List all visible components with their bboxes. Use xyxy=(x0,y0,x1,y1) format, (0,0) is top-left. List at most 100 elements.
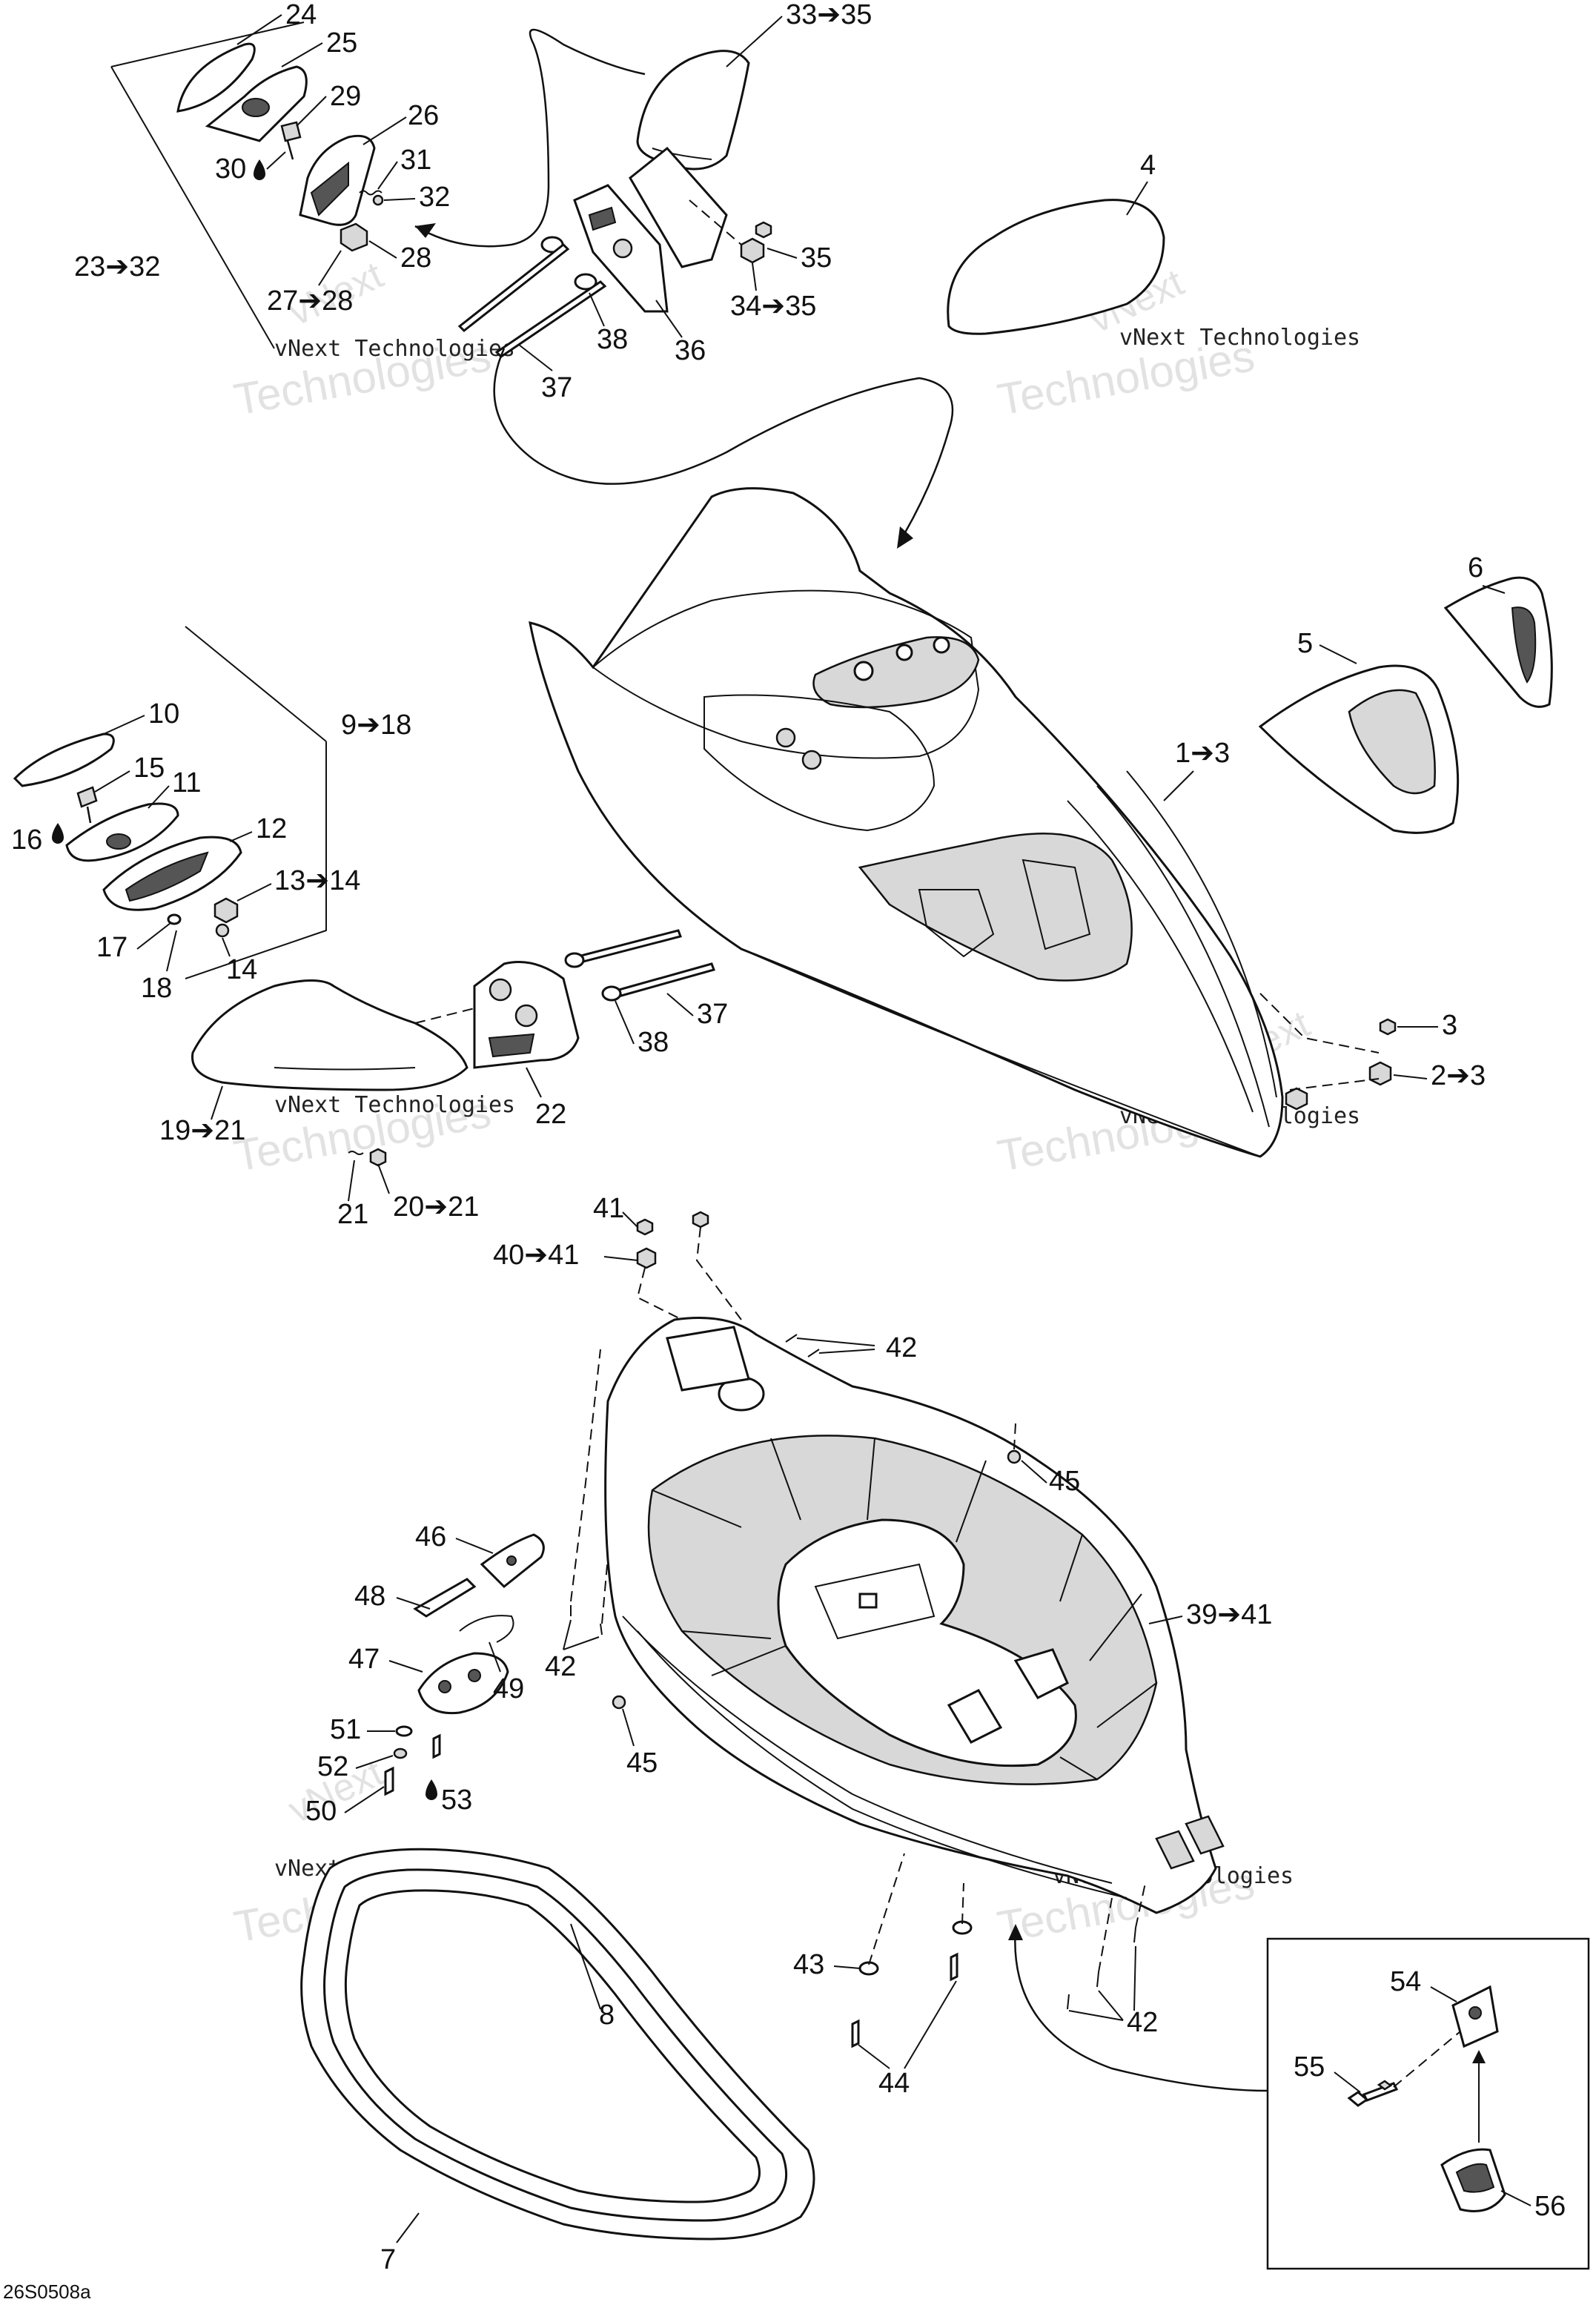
callout-50: 50 xyxy=(305,1796,337,1827)
inset-frame xyxy=(1266,1937,1590,2270)
striker-hole xyxy=(468,1669,481,1682)
callout-39: 39➔41 xyxy=(1186,1599,1272,1630)
leader-line xyxy=(236,14,282,45)
detail-inset: 54 55 56 xyxy=(1008,1924,1590,2270)
gasket-assembly: 8 7 xyxy=(300,1848,815,2275)
cover-panel xyxy=(947,199,1165,335)
handlebar-pod xyxy=(812,636,980,709)
callout-17: 17 xyxy=(96,932,128,963)
leader-line xyxy=(148,785,170,809)
leader-line xyxy=(1482,585,1506,594)
callout-55: 55 xyxy=(1294,2051,1325,2083)
callout-40: 40➔41 xyxy=(493,1240,579,1271)
callout-21: 21 xyxy=(337,1199,368,1230)
callout-15: 15 xyxy=(133,753,165,784)
leader-line xyxy=(94,770,130,793)
hull-edge xyxy=(1067,800,1254,1113)
bolt xyxy=(457,242,570,333)
screw xyxy=(851,2019,860,2048)
leader-line xyxy=(563,1619,600,1650)
grommet xyxy=(612,1695,626,1710)
callout-14: 14 xyxy=(226,954,257,985)
callout-1: 1➔3 xyxy=(1175,738,1230,769)
callout-22: 22 xyxy=(535,1099,566,1130)
callout-38b: 38 xyxy=(638,1027,669,1058)
housing-slot xyxy=(310,161,349,216)
leader-line xyxy=(318,250,342,286)
callout-45b: 45 xyxy=(626,1747,658,1779)
leader-line xyxy=(1319,644,1357,664)
leader-line xyxy=(396,1597,431,1610)
callout-13: 13➔14 xyxy=(274,865,360,896)
leader-line xyxy=(833,1965,861,1969)
leader-line xyxy=(236,883,272,902)
leader-line xyxy=(858,1980,957,2069)
callout-19: 19➔21 xyxy=(159,1115,245,1146)
drawing-code: 26S0508a xyxy=(3,2281,91,2303)
callout-47: 47 xyxy=(348,1644,380,1675)
small-nut xyxy=(215,923,230,938)
spring xyxy=(359,190,383,196)
latch-hardware: 46 48 47 49 51 52 50 53 xyxy=(305,1521,545,1827)
washer xyxy=(1377,2080,1393,2091)
leader-line xyxy=(396,2212,420,2243)
assembly-line xyxy=(636,1226,742,1328)
screw xyxy=(950,1952,958,1982)
reference-curve xyxy=(414,28,646,248)
leader-line xyxy=(752,262,757,291)
striker-hole xyxy=(438,1680,451,1693)
callout-23: 23➔32 xyxy=(74,251,160,282)
mirror-assembly-upper: 24 25 29 26 30 31 32 28 23➔32 27➔28 xyxy=(74,0,450,349)
sealant-drop-icon xyxy=(52,823,64,844)
callout-26: 26 xyxy=(408,100,439,131)
clip-hole xyxy=(1468,2006,1482,2020)
nut xyxy=(1368,1061,1392,1086)
screw xyxy=(280,121,302,160)
bolt xyxy=(617,962,715,997)
leader-line xyxy=(368,240,397,259)
small-nut xyxy=(372,194,384,206)
cover-tabs xyxy=(947,1648,1069,1744)
callout-27: 27➔28 xyxy=(267,285,353,317)
deck-front-assembly: 1➔3 3 2➔3 xyxy=(493,348,1486,1158)
bin-rim xyxy=(637,1630,1128,1899)
callout-20: 20➔21 xyxy=(393,1191,479,1223)
callout-48: 48 xyxy=(354,1581,385,1612)
nose-nut xyxy=(1285,1087,1308,1111)
watermark-text: vNext Technologies xyxy=(1119,325,1360,351)
leader-line xyxy=(1334,2071,1361,2093)
callout-46: 46 xyxy=(415,1521,446,1552)
callout-34: 34➔35 xyxy=(730,291,816,322)
latch-hole xyxy=(506,1555,517,1566)
callout-5: 5 xyxy=(1297,628,1313,659)
bolt xyxy=(577,929,682,964)
callout-44: 44 xyxy=(878,2068,910,2099)
nut xyxy=(740,237,765,264)
callout-6: 6 xyxy=(1468,552,1483,583)
washer xyxy=(601,985,622,1002)
leader-line xyxy=(296,96,327,127)
leader-line xyxy=(377,161,398,190)
assembly-line xyxy=(1393,2031,1461,2088)
leader-line xyxy=(455,1538,494,1554)
gauge-hole xyxy=(895,644,913,661)
callout-54: 54 xyxy=(1390,1966,1421,1997)
callout-33: 33➔35 xyxy=(786,0,872,30)
panel-hole xyxy=(801,750,822,770)
mirror-pivot xyxy=(242,98,270,117)
parts-5-6-vent: 5 6 xyxy=(1258,552,1553,834)
leader-line xyxy=(1021,1460,1047,1484)
leader-line xyxy=(211,1085,223,1120)
mirror-shell xyxy=(636,50,750,171)
gauge-hole xyxy=(933,636,950,654)
hull-edge xyxy=(1126,770,1277,1098)
callout-25: 25 xyxy=(326,27,357,59)
mirror-glass xyxy=(13,732,115,787)
leader-line xyxy=(615,1000,635,1045)
nut xyxy=(1379,1018,1397,1036)
strap-slot xyxy=(1455,2163,1495,2193)
rear-latch xyxy=(1155,1815,1225,1870)
arrow-head xyxy=(1008,1924,1023,1940)
reference-curve xyxy=(493,348,954,535)
vent-cover-slot xyxy=(1511,606,1537,684)
